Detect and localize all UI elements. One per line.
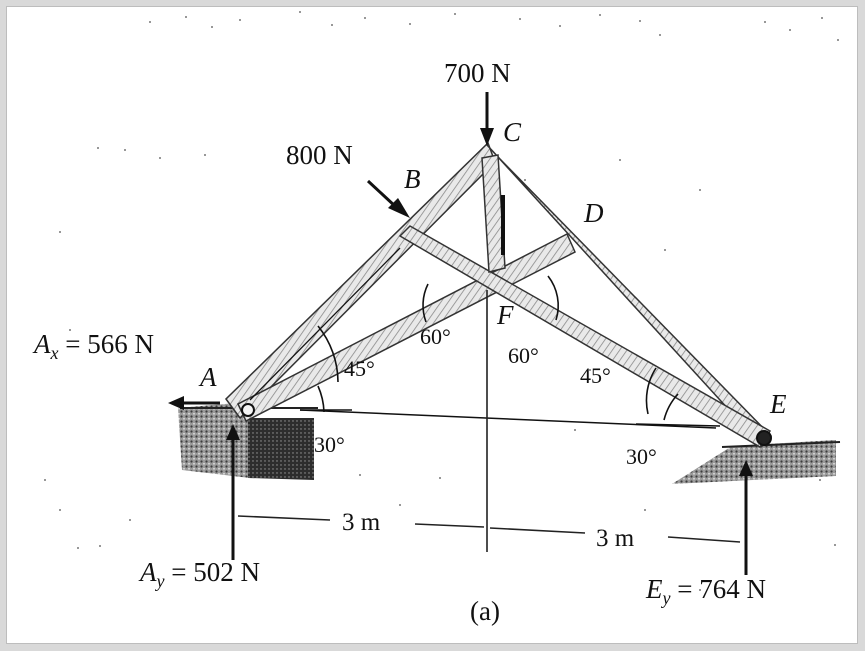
pin-a xyxy=(241,403,255,417)
reaction-ay-subscript: y xyxy=(155,571,165,591)
arc-30-right xyxy=(663,393,679,421)
reaction-ey-value: = 764 N xyxy=(671,574,766,604)
load-800-arrow xyxy=(366,179,398,209)
load-700-arrowhead xyxy=(480,128,494,146)
reaction-ax-arrowhead xyxy=(168,396,184,410)
reaction-ay-arrowhead xyxy=(226,424,240,440)
joint-b-label: B xyxy=(404,164,421,194)
reaction-ax-symbol: A xyxy=(32,329,51,359)
reaction-ay-label: Ay = 502 N xyxy=(138,557,260,591)
member-bf-e xyxy=(398,225,772,449)
dim-right-line-2 xyxy=(667,536,741,543)
dim-left-line-2 xyxy=(414,523,485,528)
arc-45-left xyxy=(317,325,339,383)
joint-f-label: F xyxy=(496,300,514,330)
load-700-label: 700 N xyxy=(444,58,511,88)
reaction-ax-value: = 566 N xyxy=(59,329,154,359)
member-af xyxy=(237,232,576,423)
angle-60-right: 60° xyxy=(508,343,539,368)
angle-30-right: 30° xyxy=(626,444,657,469)
background-speckles xyxy=(44,11,839,591)
reaction-ey-label: Ey = 764 N xyxy=(645,574,766,608)
pin-e xyxy=(756,430,772,446)
reaction-ay-value: = 502 N xyxy=(165,557,260,587)
reaction-ey-arrowhead xyxy=(739,460,753,476)
joint-c-label: C xyxy=(503,117,522,147)
joint-e-label: E xyxy=(769,389,787,419)
angle-45-right: 45° xyxy=(580,363,611,388)
dim-left-line-1 xyxy=(237,515,331,521)
arc-30-left xyxy=(317,385,325,413)
arc-30-right-ref xyxy=(635,423,721,427)
reaction-ay-symbol: A xyxy=(138,557,157,587)
load-800-arrowhead xyxy=(388,198,410,218)
load-800-label: 800 N xyxy=(286,140,353,170)
reaction-ey-subscript: y xyxy=(661,588,671,608)
reaction-ax-label: Ax = 566 N xyxy=(32,329,154,363)
reaction-ey-symbol: E xyxy=(645,574,663,604)
joint-a-label: A xyxy=(198,362,217,392)
member-ae-shadow xyxy=(299,409,717,429)
member-cf xyxy=(481,154,506,273)
dim-right-line-1 xyxy=(489,527,586,534)
angle-30-left: 30° xyxy=(314,432,345,457)
dimension-lines xyxy=(237,515,741,543)
dimension-left-label: 3 m xyxy=(342,509,381,536)
reaction-ax-subscript: x xyxy=(50,343,59,363)
angle-60-left: 60° xyxy=(420,324,451,349)
angle-arcs xyxy=(300,275,721,427)
member-ab-shadow xyxy=(249,247,401,401)
joint-d-label: D xyxy=(583,198,604,228)
figure-caption: (a) xyxy=(470,596,500,626)
force-arrows xyxy=(168,92,753,575)
support-e xyxy=(672,440,841,484)
truss-members xyxy=(225,141,773,449)
arc-60-right xyxy=(547,275,560,321)
angle-45-left: 45° xyxy=(344,356,375,381)
arc-45-right xyxy=(645,367,657,415)
dimension-right-label: 3 m xyxy=(596,525,635,552)
arc-60-left xyxy=(422,283,429,323)
